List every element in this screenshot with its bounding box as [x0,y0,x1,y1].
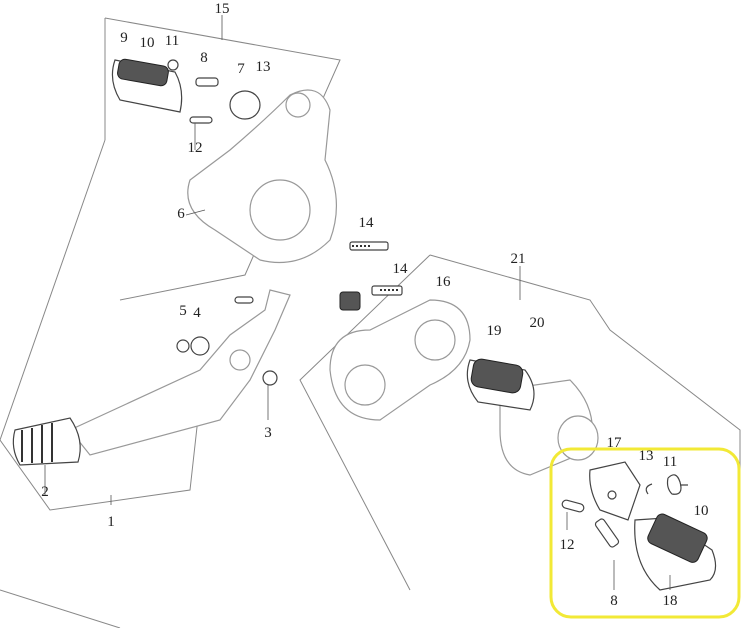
pedal-rubber-2 [12,417,81,466]
bolt-14-lower [371,285,403,296]
label-16: 16 [436,274,452,290]
label-6: 6 [177,206,185,222]
rear-peg-19 [466,358,535,411]
label-5: 5 [179,303,187,319]
label-2: 2 [41,484,49,500]
washer-5 [176,339,190,353]
label-10: 10 [140,35,155,51]
label-1: 1 [107,514,115,530]
hl-clip-13 [645,483,653,495]
washer-4 [190,336,210,356]
highlight-box [549,447,741,619]
pin-small [234,296,254,304]
bolt-14-upper [349,241,389,251]
label-13: 13 [256,59,271,75]
rear-plate-16 [329,299,471,421]
front-peg-9 [111,58,183,113]
label-14-lower: 14 [393,261,409,277]
pedal-spring-3 [262,370,278,386]
frame-group-1 [0,139,201,511]
front-spring-11 [167,59,179,71]
label-11: 11 [165,33,179,49]
label-17: 17 [607,435,623,451]
hl-spring-11 [666,474,688,495]
label-12: 12 [188,140,203,156]
label-12-hl: 12 [560,537,575,553]
label-13-hl: 13 [639,448,654,464]
label-19: 19 [487,323,502,339]
hl-bolt-8 [594,518,620,548]
brake-pedal-1 [69,289,291,456]
front-pin-12 [189,116,213,124]
label-11-hl: 11 [663,454,677,470]
front-bolt-8 [195,77,219,87]
frame-group-21 [429,254,741,500]
hl-peg-18 [634,513,717,591]
label-21: 21 [511,251,526,267]
label-18: 18 [663,593,678,609]
label-7: 7 [237,61,245,77]
label-4: 4 [193,305,201,321]
label-14-upper: 14 [359,215,375,231]
label-8-hl: 8 [610,593,618,609]
hl-pin-12 [561,499,585,513]
label-9: 9 [120,30,128,46]
front-plate-6 [187,89,337,264]
label-20: 20 [530,315,545,331]
hl-pivot-17 [589,461,641,521]
front-pivot-7 [229,90,261,120]
label-10-hl: 10 [694,503,709,519]
label-15: 15 [215,1,230,17]
label-3: 3 [264,425,272,441]
label-8: 8 [200,50,208,66]
bracket-small [339,291,361,311]
